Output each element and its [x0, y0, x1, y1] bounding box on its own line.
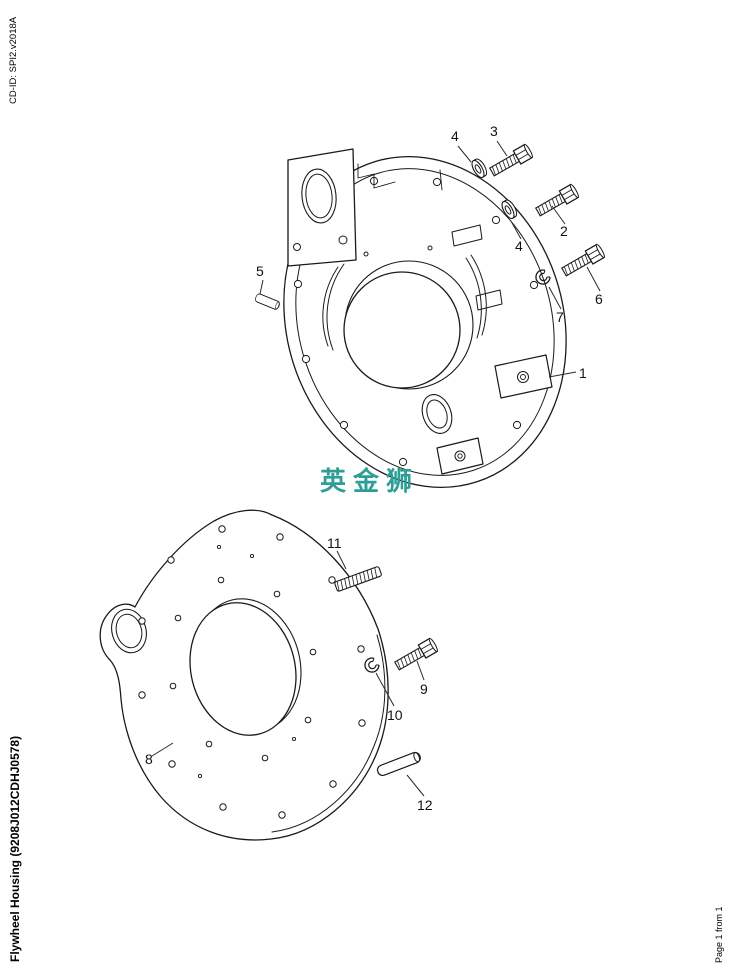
callout-1: 1: [579, 365, 587, 381]
callout-9: 9: [420, 681, 428, 697]
callout-6: 6: [595, 291, 603, 307]
leader-lines: [151, 140, 601, 797]
part-bolt-6: [559, 243, 607, 280]
callout-7: 7: [556, 309, 564, 325]
callout-11: 11: [327, 535, 342, 551]
callout-5: 5: [256, 263, 264, 279]
part-bolt-9: [392, 637, 440, 674]
part-backplate: [99, 509, 389, 841]
callout-4a: 4: [451, 128, 459, 144]
callout-4b: 4: [515, 238, 523, 254]
watermark-text: 英金狮: [320, 466, 419, 496]
callout-3: 3: [490, 123, 498, 139]
part-dowel-pin-5: [253, 292, 282, 311]
callout-labels: 3 4 2 4 6 7 5 1 11 9 10 8 12: [145, 123, 603, 813]
callout-8: 8: [145, 751, 153, 767]
callout-10: 10: [387, 707, 403, 723]
callout-2: 2: [560, 223, 568, 239]
part-flywheel-housing: [283, 148, 567, 489]
part-dowel-pin-12: [375, 750, 423, 778]
callout-12: 12: [417, 797, 433, 813]
part-bolt-3: [487, 143, 535, 180]
